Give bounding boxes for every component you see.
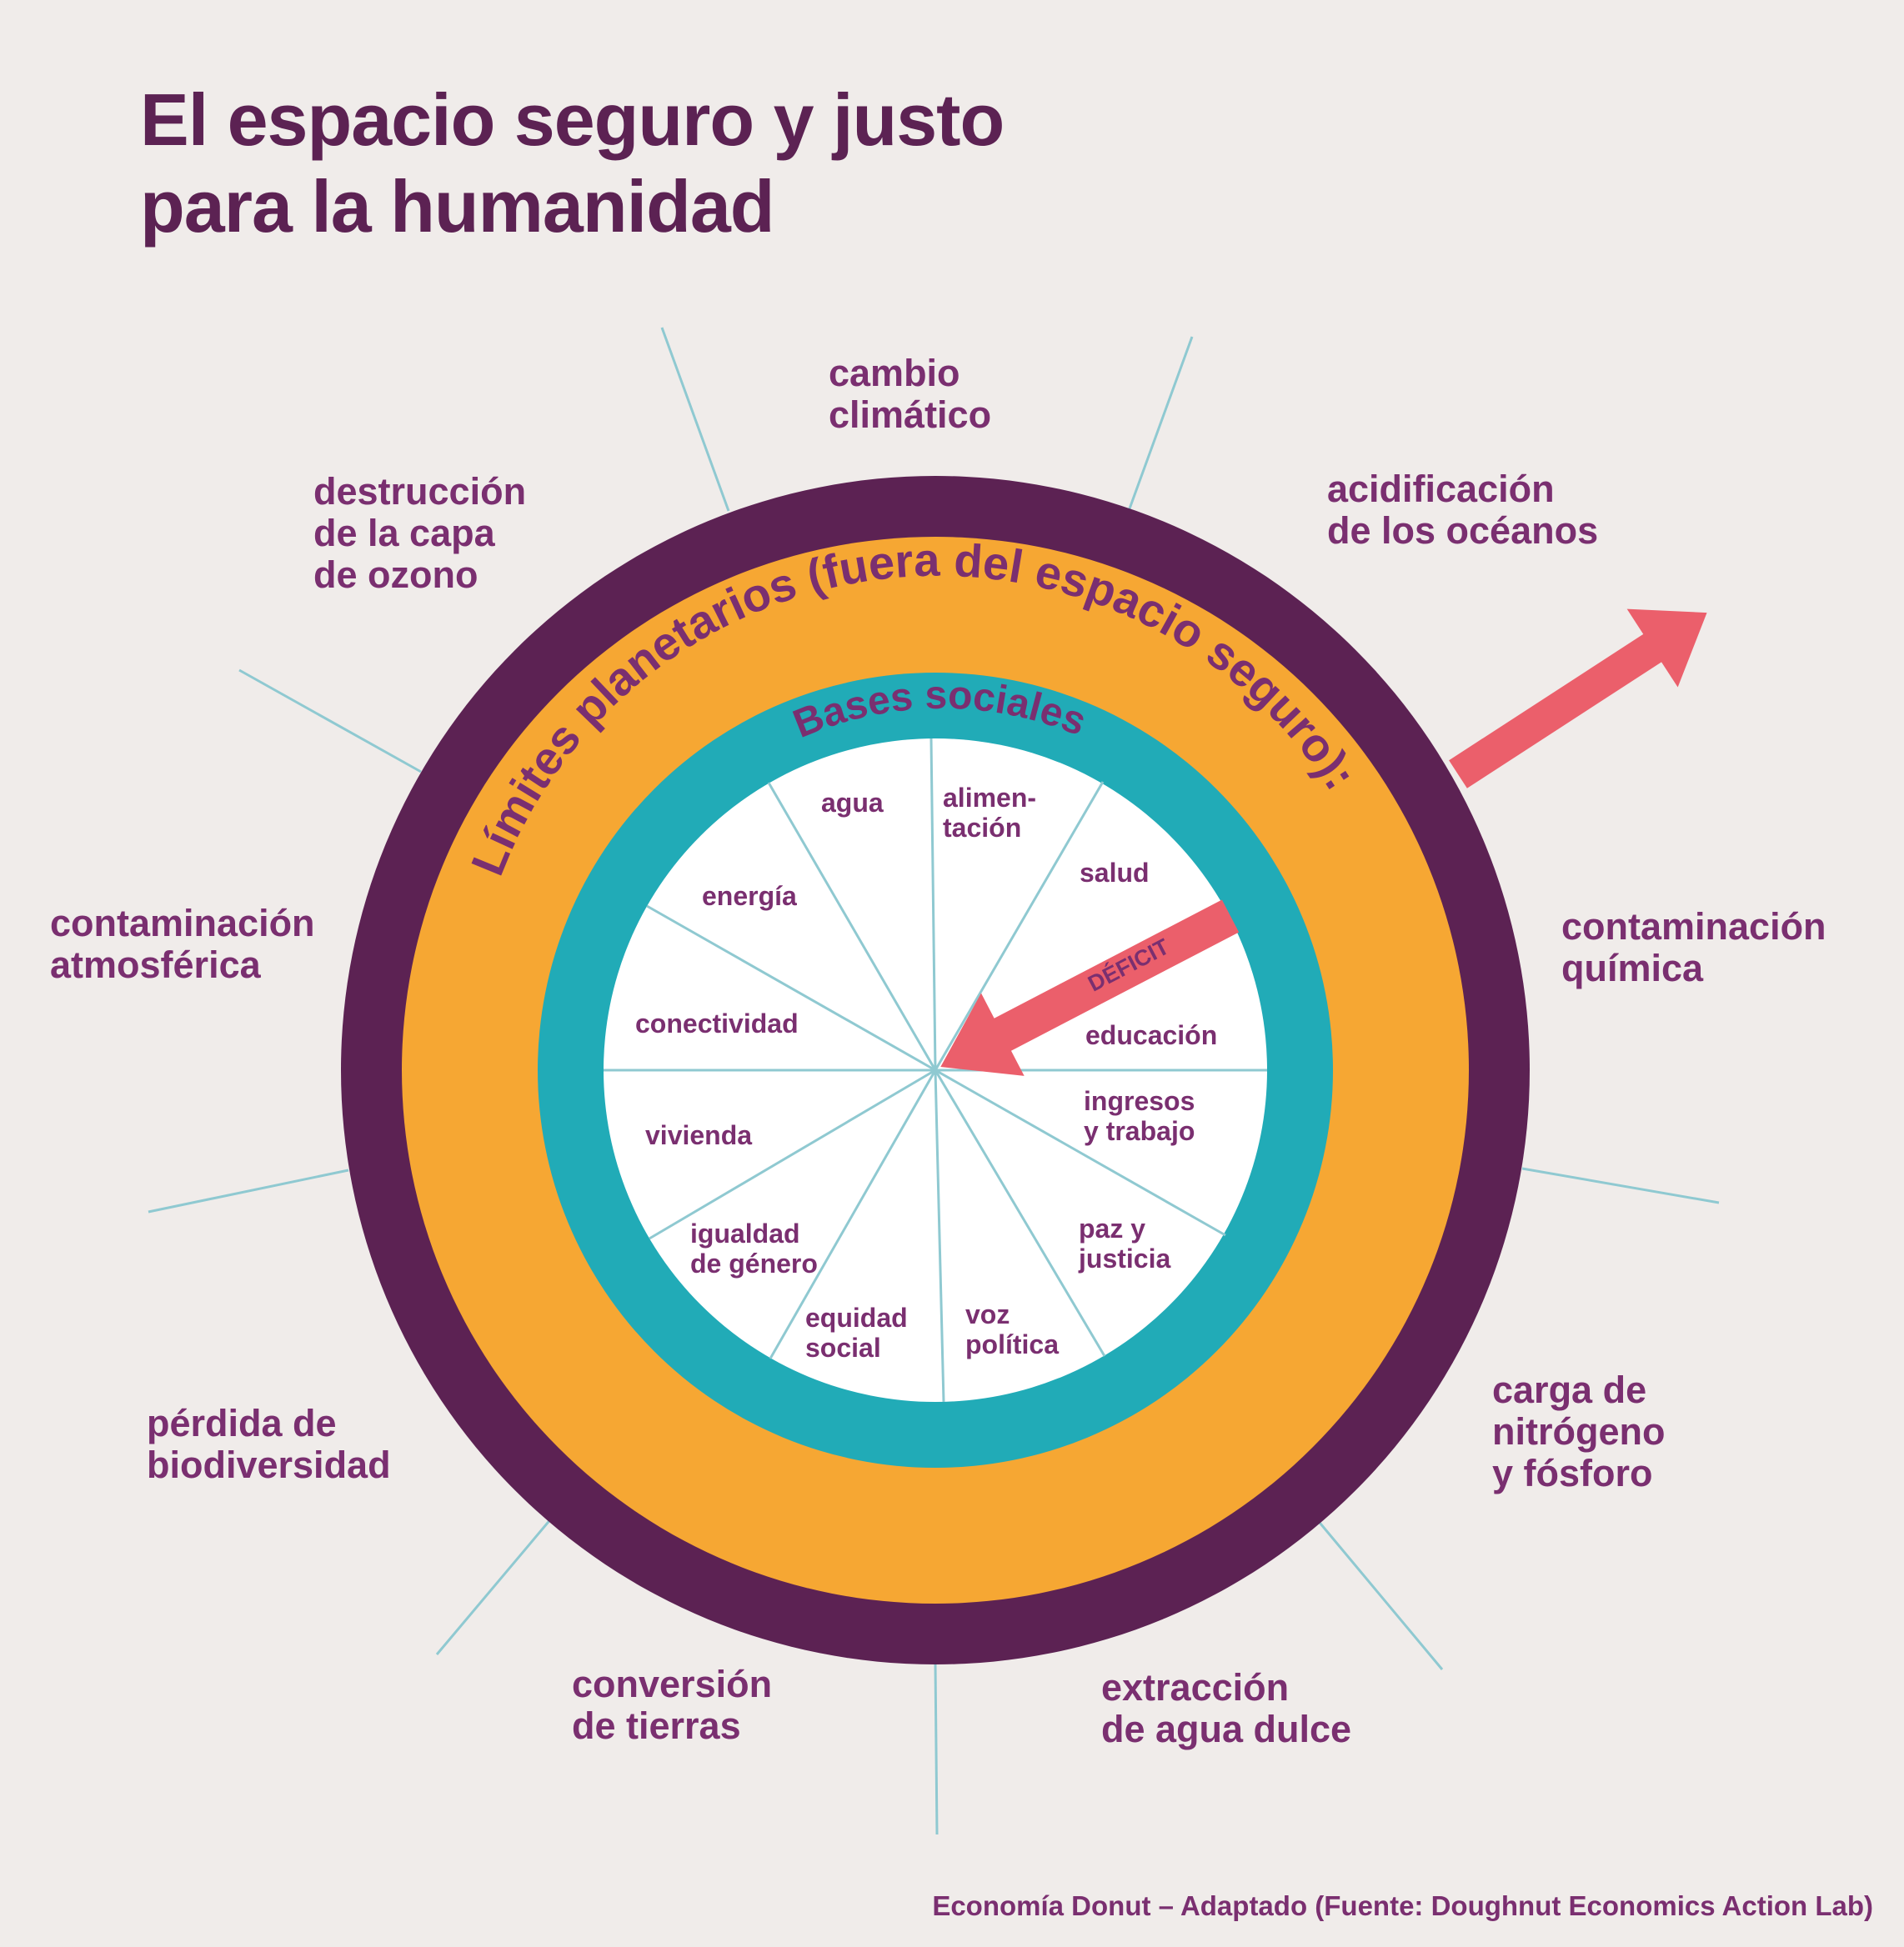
inner-divider [929, 738, 937, 1071]
inner-divider [934, 1069, 1226, 1237]
sector-igualdad-genero: igualdad de género [690, 1219, 818, 1279]
title-line-2: para la humanidad [140, 165, 775, 248]
sector-paz-justicia: paz y justicia [1079, 1214, 1171, 1274]
page-title: El espacio seguro y justo para la humani… [140, 77, 1005, 250]
sector-energia: energía [702, 881, 797, 911]
sector-ingresos-trabajo: ingresos y trabajo [1084, 1086, 1195, 1146]
source-credit: Economía Donut – Adaptado (Fuente: Dough… [932, 1890, 1873, 1921]
outer-divider [148, 1169, 349, 1214]
label-contaminacion-atmosferica: contaminación atmosférica [50, 902, 315, 986]
outer-divider [238, 668, 422, 773]
inner-divider [934, 1069, 945, 1403]
sector-voz-politica: voz política [965, 1299, 1060, 1359]
inner-divider [769, 1069, 937, 1359]
inner-divider [934, 1069, 1106, 1357]
title-line-1: El espacio seguro y justo [140, 78, 1005, 161]
sector-agua: agua [821, 788, 884, 818]
sector-equidad-social: equidad social [805, 1303, 908, 1363]
label-perdida-biodiversidad: pérdida de biodiversidad [147, 1402, 391, 1486]
outer-divider [1315, 1518, 1444, 1670]
inner-dividers [604, 738, 1267, 1403]
overshoot-arrow [1449, 608, 1707, 788]
sector-conectividad: conectividad [635, 1009, 799, 1039]
label-carga-nitrogeno: carga de nitrógeno y fósforo [1492, 1369, 1666, 1494]
shortfall-arrow [940, 899, 1240, 1076]
label-conversion-tierras: conversión de tierras [572, 1663, 773, 1747]
outer-divider [1127, 336, 1194, 512]
sector-educacion: educación [1085, 1020, 1218, 1050]
inner-divider [649, 1069, 936, 1240]
outer-divider [435, 1517, 554, 1655]
label-contaminacion-quimica: contaminación química [1561, 905, 1826, 989]
outer-divider [660, 327, 730, 512]
sector-alimentacion: alimen- tación [943, 783, 1037, 843]
sector-salud: salud [1080, 858, 1150, 888]
outer-dividers [148, 327, 1720, 1835]
inner-divider [934, 781, 1105, 1071]
inner-divider [767, 782, 937, 1071]
inner-divider [646, 904, 936, 1072]
label-acidificacion: acidificación de los océanos [1327, 468, 1599, 552]
sector-vivienda: vivienda [645, 1120, 753, 1150]
label-cambio-climatico: cambio climático [829, 352, 992, 436]
label-extraccion-agua-dulce: extracción de agua dulce [1101, 1666, 1352, 1750]
label-destruccion-ozono: destrucción de la capa de ozono [313, 470, 527, 596]
outer-divider [1521, 1167, 1720, 1204]
outer-divider [934, 1663, 939, 1835]
